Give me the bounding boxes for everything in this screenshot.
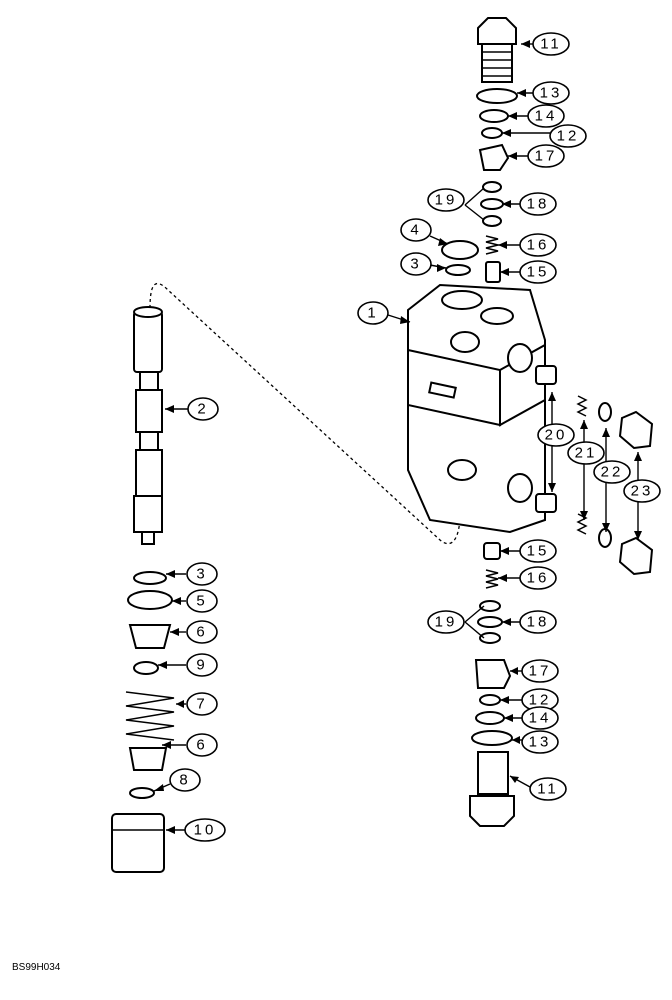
callout-17-top: 17: [527, 144, 565, 168]
callout-label: 1: [367, 305, 378, 322]
callout-16-bottom: 16: [519, 566, 557, 590]
callout-label: 22: [601, 464, 624, 481]
callout-label: 12: [557, 128, 580, 145]
callout-label: 9: [196, 657, 207, 674]
callout-4: 4: [400, 218, 432, 242]
spool-assembly: [111, 306, 175, 873]
callout-16-top: 16: [519, 233, 557, 257]
callout-3-top: 3: [400, 252, 432, 276]
top-relief-assembly: [441, 17, 518, 283]
callout-label: 15: [527, 543, 550, 560]
callout-label: 17: [529, 663, 552, 680]
callout-label: 13: [529, 734, 552, 751]
callout-label: 2: [197, 401, 208, 418]
callout-14-top: 14: [527, 104, 565, 128]
callout-label: 5: [196, 593, 207, 610]
callout-11-bottom: 11: [529, 777, 567, 801]
callout-18-bottom: 18: [519, 610, 557, 634]
callout-label: 16: [527, 570, 550, 587]
callout-label: 19: [435, 614, 458, 631]
callout-12-bottom: 12: [521, 688, 559, 712]
callout-label: 18: [527, 614, 550, 631]
callout-6-lower: 6: [186, 733, 218, 757]
callout-13-top: 13: [532, 81, 570, 105]
callout-2: 2: [187, 397, 219, 421]
arrowheads: [154, 40, 642, 834]
callout-15-bottom: 15: [519, 539, 557, 563]
callout-label: 23: [631, 483, 654, 500]
callout-3-left: 3: [186, 562, 218, 586]
callout-label: 11: [537, 781, 559, 798]
callout-label: 13: [540, 85, 563, 102]
callout-22: 22: [593, 460, 631, 484]
callout-7: 7: [186, 692, 218, 716]
callout-label: 10: [194, 822, 217, 839]
callout-10: 10: [184, 818, 226, 842]
valve-body: [407, 283, 546, 534]
callout-8: 8: [169, 768, 201, 792]
callout-5: 5: [186, 589, 218, 613]
callout-label: 4: [410, 222, 421, 239]
callout-label: 3: [410, 256, 421, 273]
callout-20: 20: [537, 423, 575, 447]
callout-label: 12: [529, 692, 552, 709]
callout-label: 15: [527, 264, 550, 281]
callout-19-top: 19: [427, 188, 465, 212]
callout-label: 18: [527, 196, 550, 213]
callout-18-top: 18: [519, 192, 557, 216]
callout-label: 19: [435, 192, 458, 209]
callout-label: 11: [540, 36, 562, 53]
callout-label: 7: [196, 696, 207, 713]
callout-11-top: 11: [532, 32, 570, 56]
drawing-code: BS99H034: [12, 962, 61, 973]
bottom-relief-assembly: [469, 542, 515, 827]
spool-insertion-path: [149, 282, 461, 545]
callout-12-top: 12: [549, 124, 587, 148]
callout-label: 14: [535, 108, 558, 125]
side-plugs: [535, 365, 654, 576]
callout-label: 21: [575, 445, 598, 462]
callout-label: 3: [196, 566, 207, 583]
callout-label: 20: [545, 427, 568, 444]
callout-label: 16: [527, 237, 550, 254]
callout-13-bottom: 13: [521, 730, 559, 754]
callout-label: 17: [535, 148, 558, 165]
callout-21: 21: [567, 441, 605, 465]
callout-label: 14: [529, 710, 552, 727]
callout-14-bottom: 14: [521, 706, 559, 730]
callout-23: 23: [623, 479, 661, 503]
callout-19-bottom: 19: [427, 610, 465, 634]
callout-6-upper: 6: [186, 620, 218, 644]
callout-label: 6: [196, 737, 207, 754]
callout-15-top: 15: [519, 260, 557, 284]
callout-label: 6: [196, 624, 207, 641]
callout-9: 9: [186, 653, 218, 677]
callout-1: 1: [357, 301, 389, 325]
callout-17-bottom: 17: [521, 659, 559, 683]
callout-label: 8: [179, 772, 190, 789]
